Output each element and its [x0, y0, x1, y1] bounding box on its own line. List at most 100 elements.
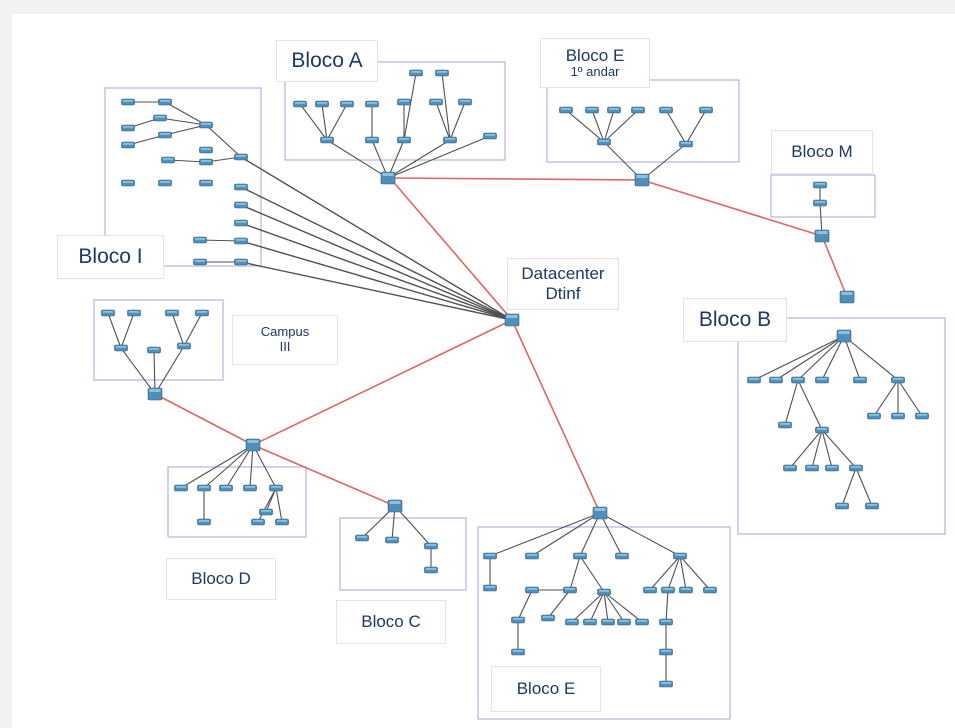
- switch-bloco-e-bottom-extra-3-1: [583, 618, 597, 626]
- switch-bloco-i-9-highlight: [201, 160, 211, 162]
- switch-bloco-b-hub-1-leaf-1-highlight: [893, 414, 903, 416]
- switch-bloco-d-hub-0-body: [174, 484, 188, 492]
- switch-bloco-b-hub-0-body: [791, 376, 805, 384]
- link-bloco-a-hub-0-leaf-0: [299, 103, 328, 141]
- switch-bloco-b-hub-3-highlight: [771, 378, 781, 380]
- switch-bloco-c-hub-1: [385, 536, 399, 544]
- label-bloco-a: Bloco A: [276, 40, 378, 82]
- switch-bloco-e-top-hub-0-leaf-2: [607, 106, 621, 114]
- switch-bloco-a-hub-0-leaf-1-highlight: [317, 102, 327, 104]
- switch-bloco-e-bottom-extra-3-2-body: [601, 618, 615, 626]
- switch-campus-iii-hub-1: [147, 346, 161, 354]
- switch-bloco-e-bottom-extra-0-1: [541, 614, 555, 622]
- link-bloco-b-hub-4: [821, 335, 845, 381]
- switch-bloco-d-hub-4-leaf-2: [251, 518, 265, 526]
- switch-bloco-i-3: [153, 114, 167, 122]
- switch-bloco-i-20: [234, 258, 248, 266]
- switch-bloco-a-hub-3: [443, 136, 457, 144]
- switch-bloco-i-11-body: [158, 179, 172, 187]
- switch-bloco-i-3-body: [153, 114, 167, 122]
- switch-bloco-b-hub-5-body: [853, 376, 867, 384]
- link-bloco-i-uplink-4: [240, 222, 513, 321]
- switch-bloco-b-deep-2-highlight: [827, 466, 837, 468]
- switch-bloco-a-hub-0-body: [320, 136, 334, 144]
- switch-bloco-e-bottom-hub-4-leaf-2-highlight: [681, 588, 691, 590]
- switch-bloco-a-hub-0-leaf-2-body: [340, 100, 354, 108]
- switch-bloco-c-hub-2: [424, 542, 438, 550]
- label-bloco-b: Bloco B: [683, 298, 787, 342]
- switch-bloco-e-bottom-hub-4-leaf-1-body: [661, 586, 675, 594]
- label-bloco-m-text: Bloco M: [791, 142, 853, 162]
- switch-bloco-a-dist: [380, 171, 396, 185]
- link-bloco-e-bottom-hub-4-leaf-1: [667, 555, 681, 591]
- switch-bloco-e-bottom-hub-2: [573, 552, 587, 560]
- switch-datacenter-core-highlight: [506, 315, 518, 318]
- switch-campus-iii-hub-1-body: [147, 346, 161, 354]
- switch-bloco-d-hub-2-body: [219, 484, 233, 492]
- switch-bloco-b-deep-3: [849, 464, 863, 472]
- link-campus-iii-hub-2: [154, 345, 185, 395]
- link-bloco-i-uplink-6: [240, 261, 513, 321]
- switch-bloco-e-top-dist-highlight: [636, 175, 648, 178]
- link-bloco-e-bottom-extra-4-0: [665, 589, 669, 623]
- switch-bloco-b-uplink-highlight: [841, 292, 853, 295]
- switch-bloco-e-bottom-hub-0-leaf-0: [483, 584, 497, 592]
- switch-bloco-b-deeper-0-highlight: [837, 504, 847, 506]
- label-bloco-i: Bloco I: [57, 235, 164, 279]
- switch-bloco-b-hub-1-leaf-0-highlight: [869, 414, 879, 416]
- switch-bloco-e-top-hub-1-leaf-0-highlight: [661, 108, 671, 110]
- switch-bloco-d-hub-1-leaf-0: [197, 518, 211, 526]
- switch-bloco-e-bottom-hub-0-leaf-0-highlight: [485, 586, 495, 588]
- switch-bloco-a-hub-3-leaf-1-body: [458, 98, 472, 106]
- switch-bloco-b-deep-1-highlight: [807, 466, 817, 468]
- switch-bloco-b-deep-0: [783, 464, 797, 472]
- switch-bloco-i-12: [199, 179, 213, 187]
- switch-bloco-a-hub-2-leaf-1-highlight: [411, 71, 421, 73]
- switch-bloco-a-hub-3-leaf-0: [429, 98, 443, 106]
- switch-bloco-b-hub-4-highlight: [817, 378, 827, 380]
- switch-bloco-e-top-hub-0-highlight: [599, 140, 609, 142]
- link-bloco-e-bottom-extra-3-0: [571, 591, 605, 623]
- switch-bloco-e-top-hub-1-leaf-1-body: [699, 106, 713, 114]
- switch-campus-iii-hub-0-leaf-1-highlight: [129, 311, 139, 313]
- switch-campus-iii-hub-2-leaf-1-highlight: [197, 311, 207, 313]
- link-bloco-e-bottom-extra-0-1: [547, 589, 571, 619]
- switch-bloco-b-hub-4-body: [815, 376, 829, 384]
- switch-bloco-e-bottom-extra-5-0-highlight: [661, 650, 671, 652]
- switch-bloco-i-15: [234, 201, 248, 209]
- switch-bloco-b-hub-2: [747, 376, 761, 384]
- label-datacenter-line1: Datacenter: [521, 264, 605, 284]
- switch-bloco-d-hub-4-leaf-2-body: [251, 518, 265, 526]
- switch-campus-iii-hub-2-leaf-0-body: [165, 309, 179, 317]
- switch-bloco-a-hub-2: [397, 136, 411, 144]
- switch-bloco-a-hub-3-highlight: [445, 138, 455, 140]
- switch-bloco-a-hub-3-leaf-2-highlight: [437, 71, 447, 73]
- link-bloco-a-hub-4: [387, 135, 491, 179]
- link-bloco-e-bottom-extra-1-0: [517, 589, 533, 621]
- switch-bloco-i-7-highlight: [201, 148, 211, 150]
- switch-bloco-a-hub-4-body: [483, 132, 497, 140]
- label-bloco-e-top-floor: 1º andar: [570, 64, 620, 80]
- switch-bloco-a-hub-3-leaf-2: [435, 69, 449, 77]
- switch-campus-iii-hub-2: [177, 342, 191, 350]
- switch-bloco-i-13: [234, 153, 248, 161]
- link-bloco-b-deep-3: [821, 429, 857, 469]
- switch-bloco-e-top-hub-1: [679, 140, 693, 148]
- link-campus-iii-hub-1: [153, 349, 156, 395]
- switch-bloco-a-hub-0-leaf-2-highlight: [342, 102, 352, 104]
- switch-bloco-e-bottom-hub-0: [483, 552, 497, 560]
- switch-bloco-i-8: [161, 156, 175, 164]
- link-bloco-d-hub-4-leaf-2: [257, 487, 277, 523]
- link-bloco-b-deep-2: [821, 429, 833, 469]
- switch-bloco-e-bottom-extra-3-4-highlight: [637, 620, 647, 622]
- switch-bloco-a-hub-0-leaf-2: [340, 100, 354, 108]
- link-bloco-e-bottom-hub-1: [531, 512, 601, 557]
- link-bloco-a-bloco-e-top: [389, 177, 643, 181]
- link-bloco-i-internal-8: [205, 124, 242, 158]
- switch-campus-iii-hub-0-leaf-1-body: [127, 309, 141, 317]
- switch-bloco-e-top-hub-1-body: [679, 140, 693, 148]
- switch-bloco-b-deep-1-body: [805, 464, 819, 472]
- link-bloco-e-bottom-hub-2-leaf-0: [569, 555, 581, 591]
- switch-bloco-c-dist-highlight: [389, 501, 401, 504]
